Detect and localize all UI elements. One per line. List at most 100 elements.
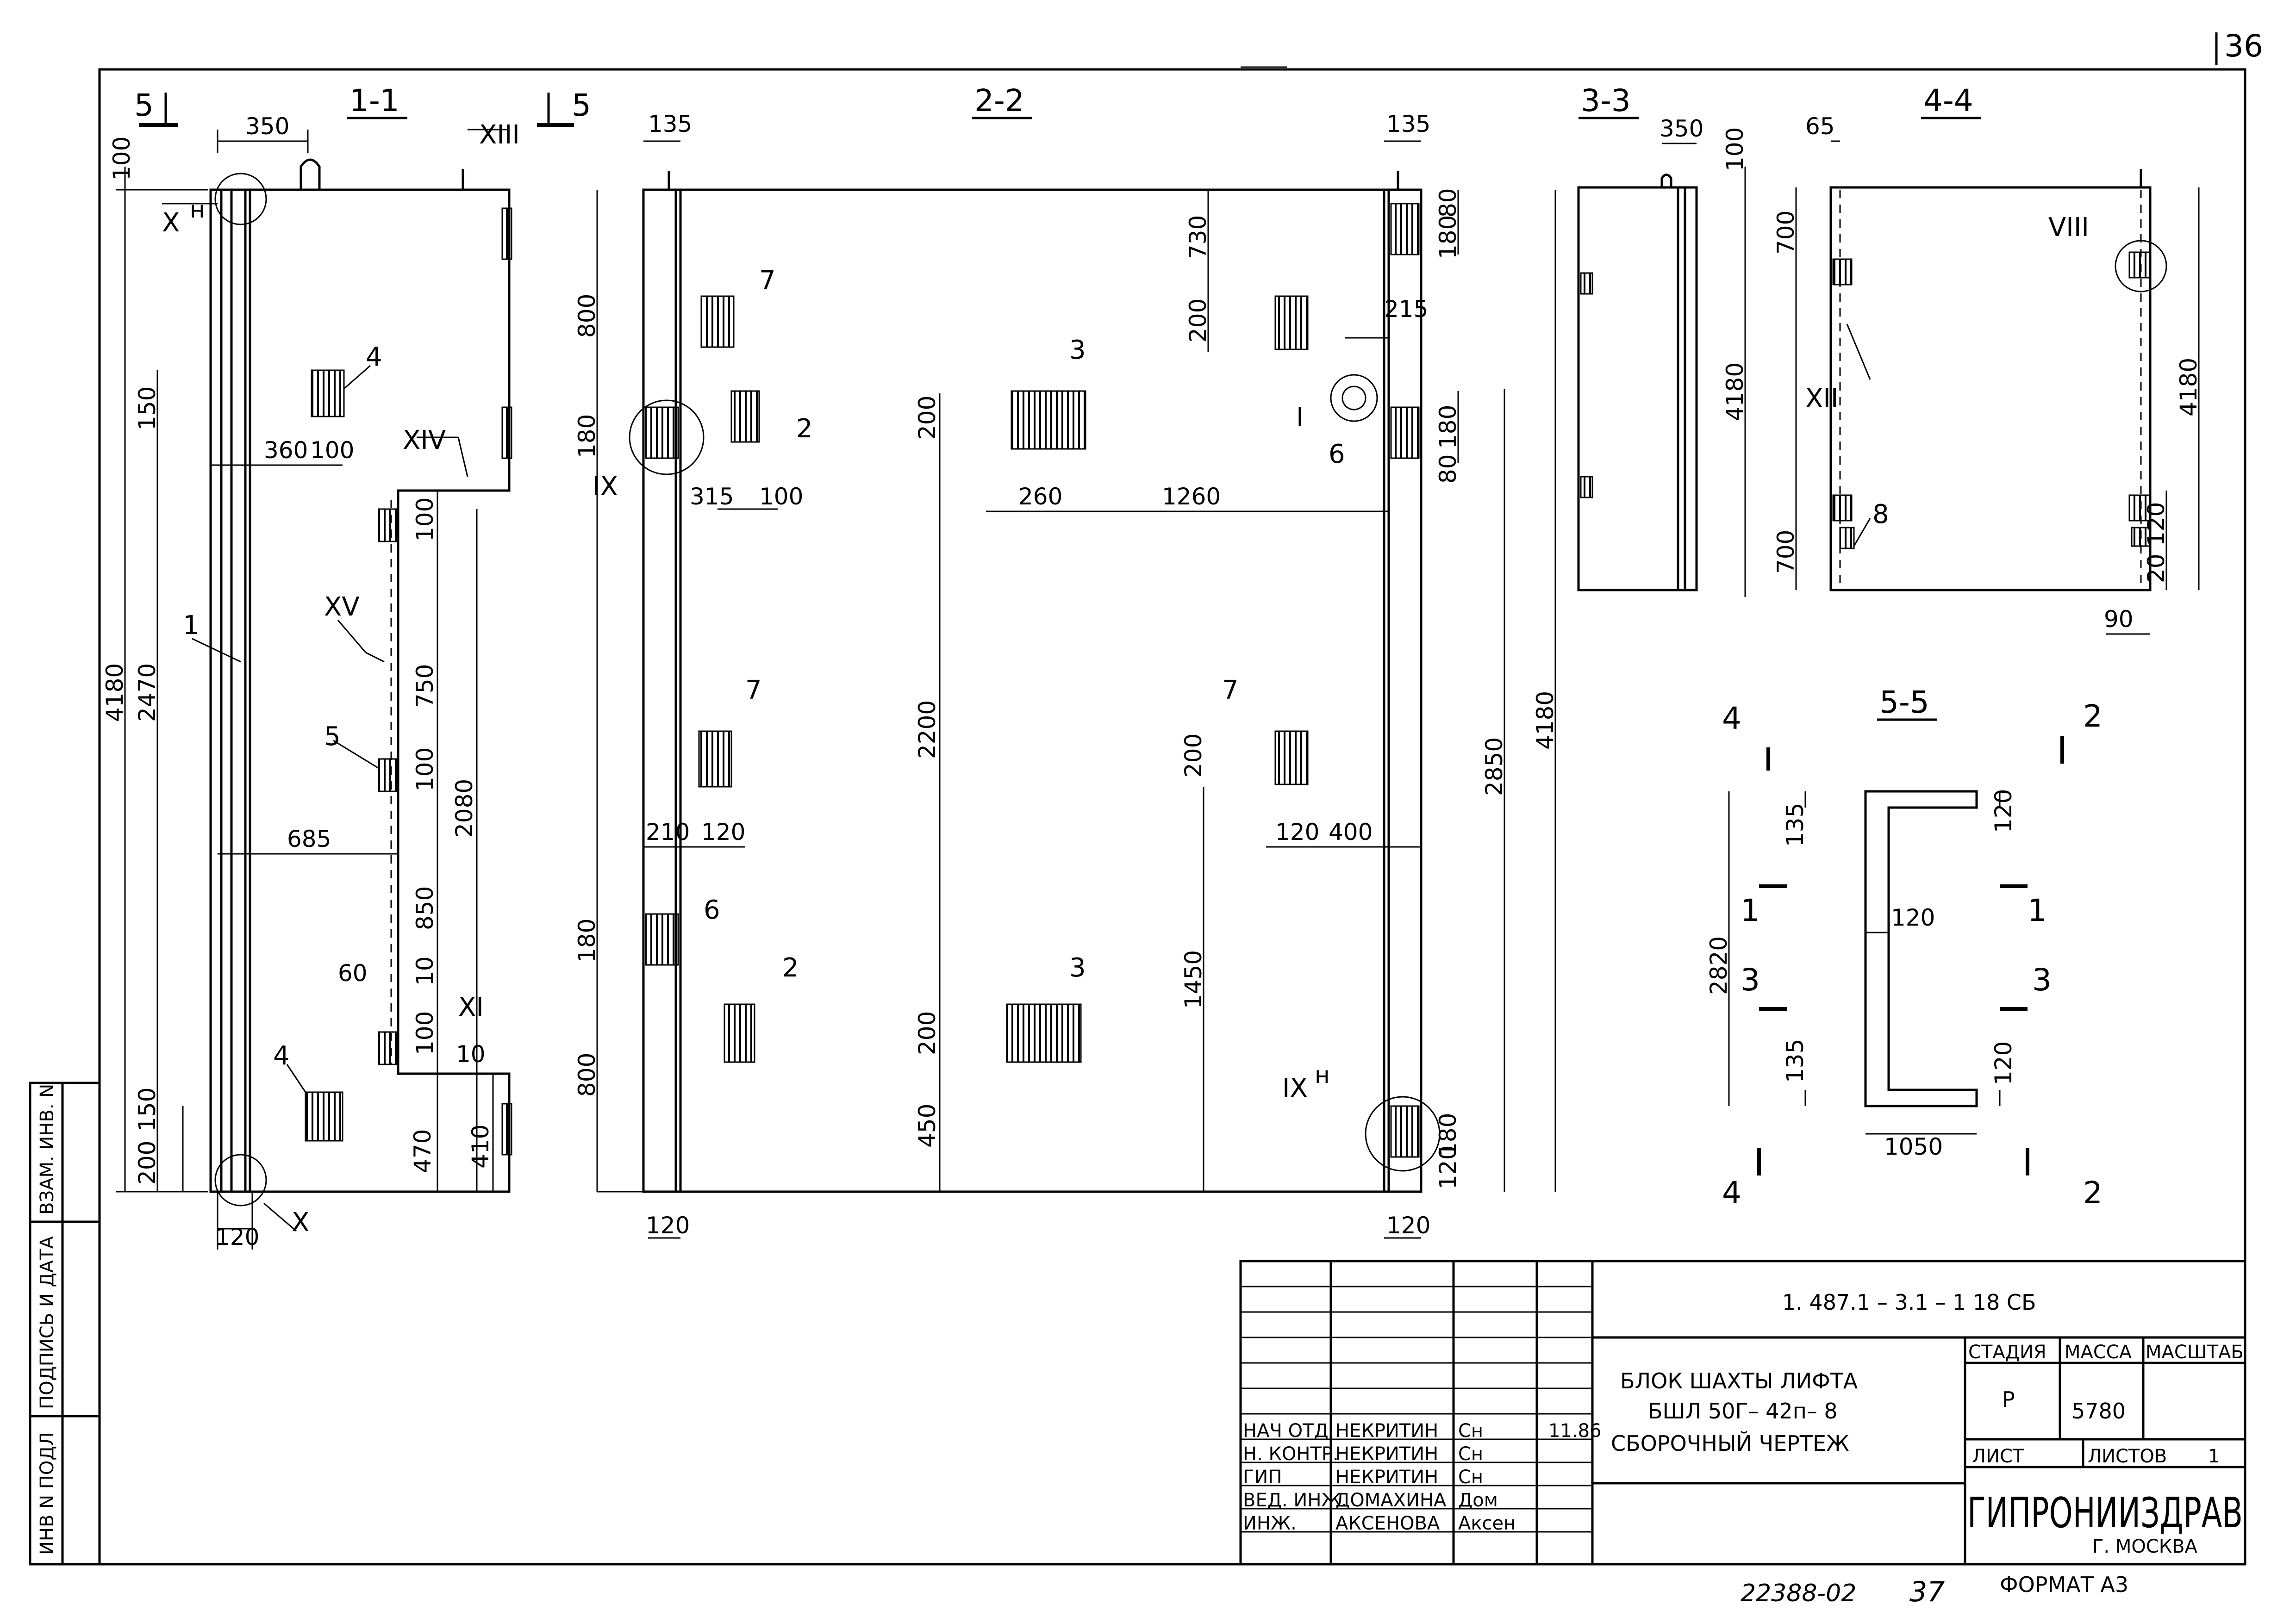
dim-700-44b: 700 (1772, 530, 1799, 574)
dim-800-22b: 800 (574, 1053, 600, 1097)
dim-60-11: 60 (338, 960, 368, 987)
stamp-inv-podl: ИНВ N ПОДЛ (37, 1432, 58, 1555)
dim-120-55b: 120 (1990, 789, 2017, 833)
node-ix-h-22: IX (1282, 1073, 1308, 1103)
stamp-podpis: ПОДПИСЬ И ДАТА (37, 1236, 58, 1409)
mass-value: 5780 (2071, 1399, 2126, 1424)
dim-700-44a: 700 (1772, 211, 1799, 255)
dim-2820-55: 2820 (1705, 936, 1732, 995)
mass-header: МАССА (2065, 1342, 2132, 1363)
node-xii-44: XII (1805, 384, 1838, 414)
dim-100c-11: 100 (412, 497, 438, 541)
dim-4180-11: 4180 (101, 663, 128, 722)
title-line-3: СБОРОЧНЫЙ ЧЕРТЕЖ (1611, 1431, 1849, 1456)
mark-1-left: 1 (1741, 893, 1760, 928)
sign-4: Аксен (1458, 1513, 1516, 1534)
dim-200-22a: 200 (914, 396, 941, 440)
dim-135-22a: 135 (648, 111, 692, 137)
sheets-value: 1 (2208, 1446, 2220, 1467)
dim-120-22c: 120 (1386, 1212, 1430, 1239)
dim-215-22: 215 (1384, 296, 1428, 323)
name-1: НЕКРИТИН (1335, 1443, 1438, 1465)
dim-120-22d: 120 (1275, 819, 1319, 846)
view-section-4-4: 4-4 65 700 700 4180 120 20 90 8 XII VIII (1772, 83, 2202, 635)
role-1: Н. КОНТР. (1243, 1443, 1339, 1465)
scale-header: МАСШТАБ (2146, 1342, 2244, 1363)
callout-8: 8 (1872, 499, 1889, 529)
dim-180-22a: 180 (574, 414, 600, 458)
name-0: НЕКРИТИН (1335, 1420, 1438, 1442)
dim-180-22d: 180 (1435, 405, 1461, 449)
section-title-4-4: 4-4 (1923, 83, 1973, 118)
callout-7-a: 7 (759, 266, 776, 296)
sign-3: Дом (1458, 1490, 1498, 1511)
mark-4-bottom: 4 (1722, 1175, 1741, 1211)
dim-1450-22: 1450 (1180, 950, 1207, 1009)
sign-2: Сн (1458, 1467, 1483, 1488)
drawing-frame (98, 68, 2246, 1566)
node-x-11: X (292, 1207, 309, 1237)
section-title-1-1: 1-1 (349, 83, 399, 118)
dim-100-11: 100 (108, 137, 135, 180)
dim-65-44: 65 (1805, 113, 1835, 140)
dim-100e-11: 100 (412, 1011, 438, 1055)
callout-3-b: 3 (1069, 953, 1086, 983)
dim-120-11: 120 (215, 1224, 259, 1250)
callout-1: 1 (183, 610, 200, 640)
sign-1: Сн (1458, 1443, 1483, 1465)
dim-400-22: 400 (1329, 819, 1373, 846)
section-title-3-3: 3-3 (1581, 83, 1631, 118)
dim-730-22: 730 (1185, 215, 1211, 259)
dim-90-44: 90 (2104, 606, 2134, 633)
mark-5-left: 5 (134, 87, 154, 123)
dim-150-11: 150 (134, 386, 161, 430)
dim-4180-22: 4180 (1532, 691, 1559, 750)
dim-200-11: 200 (134, 1141, 161, 1185)
dim-120-44: 120 (2143, 502, 2170, 546)
role-2: ГИП (1243, 1467, 1282, 1488)
dim-2470-11: 2470 (134, 663, 161, 722)
dim-80-22b: 80 (1435, 454, 1461, 484)
node-xv-11: XV (324, 592, 360, 622)
dim-180-22b: 180 (574, 919, 600, 963)
org-city: Г. МОСКВА (2092, 1536, 2198, 1557)
role-3: ВЕД. ИНЖ. (1243, 1490, 1347, 1511)
dim-180-22e: 180 (1435, 1113, 1461, 1157)
dim-10b-11: 10 (456, 1041, 486, 1068)
section-title-5-5: 5-5 (1879, 684, 1929, 720)
dim-10-11: 10 (412, 956, 438, 986)
view-section-5-5: 5-5 4 2 1 1 3 3 4 2 2820 135 135 120 120… (1705, 684, 2103, 1211)
dim-2080-11: 2080 (451, 779, 478, 838)
mark-4-top: 4 (1722, 701, 1741, 736)
callout-5: 5 (324, 721, 341, 752)
side-stamp: ИНВ N ПОДЛ ПОДПИСЬ И ДАТА ВЗАМ. ИНВ. N (29, 1082, 101, 1566)
sheet-number: 36 (2224, 28, 2263, 64)
name-4: АКСЕНОВА (1335, 1513, 1440, 1534)
sign-0: Сн (1458, 1420, 1483, 1442)
dim-100d-11: 100 (412, 747, 438, 791)
node-xiv-11: XIV (403, 425, 446, 455)
mark-3-right: 3 (2032, 962, 2052, 998)
dim-200-22c: 200 (1185, 298, 1211, 342)
stamp-vzam: ВЗАМ. ИНВ. N (37, 1084, 58, 1215)
node-ix-22: IX (593, 472, 618, 502)
node-ix-h-sup-22: н (1315, 1062, 1330, 1088)
node-x-h-11: X (162, 208, 180, 238)
sheets-header: ЛИСТОВ (2088, 1446, 2167, 1467)
name-3: ДОМАХИНА (1335, 1490, 1447, 1511)
dim-260-22: 260 (1018, 483, 1062, 510)
dim-135-55a: 135 (1782, 803, 1809, 847)
dim-100-33: 100 (1722, 127, 1748, 171)
dim-200-22d: 200 (1180, 734, 1207, 777)
callout-7-b: 7 (745, 675, 762, 705)
dim-315-22: 315 (690, 483, 734, 510)
mark-1-right: 1 (2028, 893, 2047, 928)
org-name: ГИПРОНИИЗДРАВ (1967, 1489, 2243, 1537)
callout-2-b: 2 (782, 953, 799, 983)
dim-20-44: 20 (2143, 553, 2170, 583)
date-value: 11.86 (1548, 1420, 1602, 1442)
mark-5-right: 5 (572, 87, 591, 123)
dim-120-22b: 120 (646, 1212, 690, 1239)
callout-4-bottom: 4 (273, 1041, 290, 1071)
